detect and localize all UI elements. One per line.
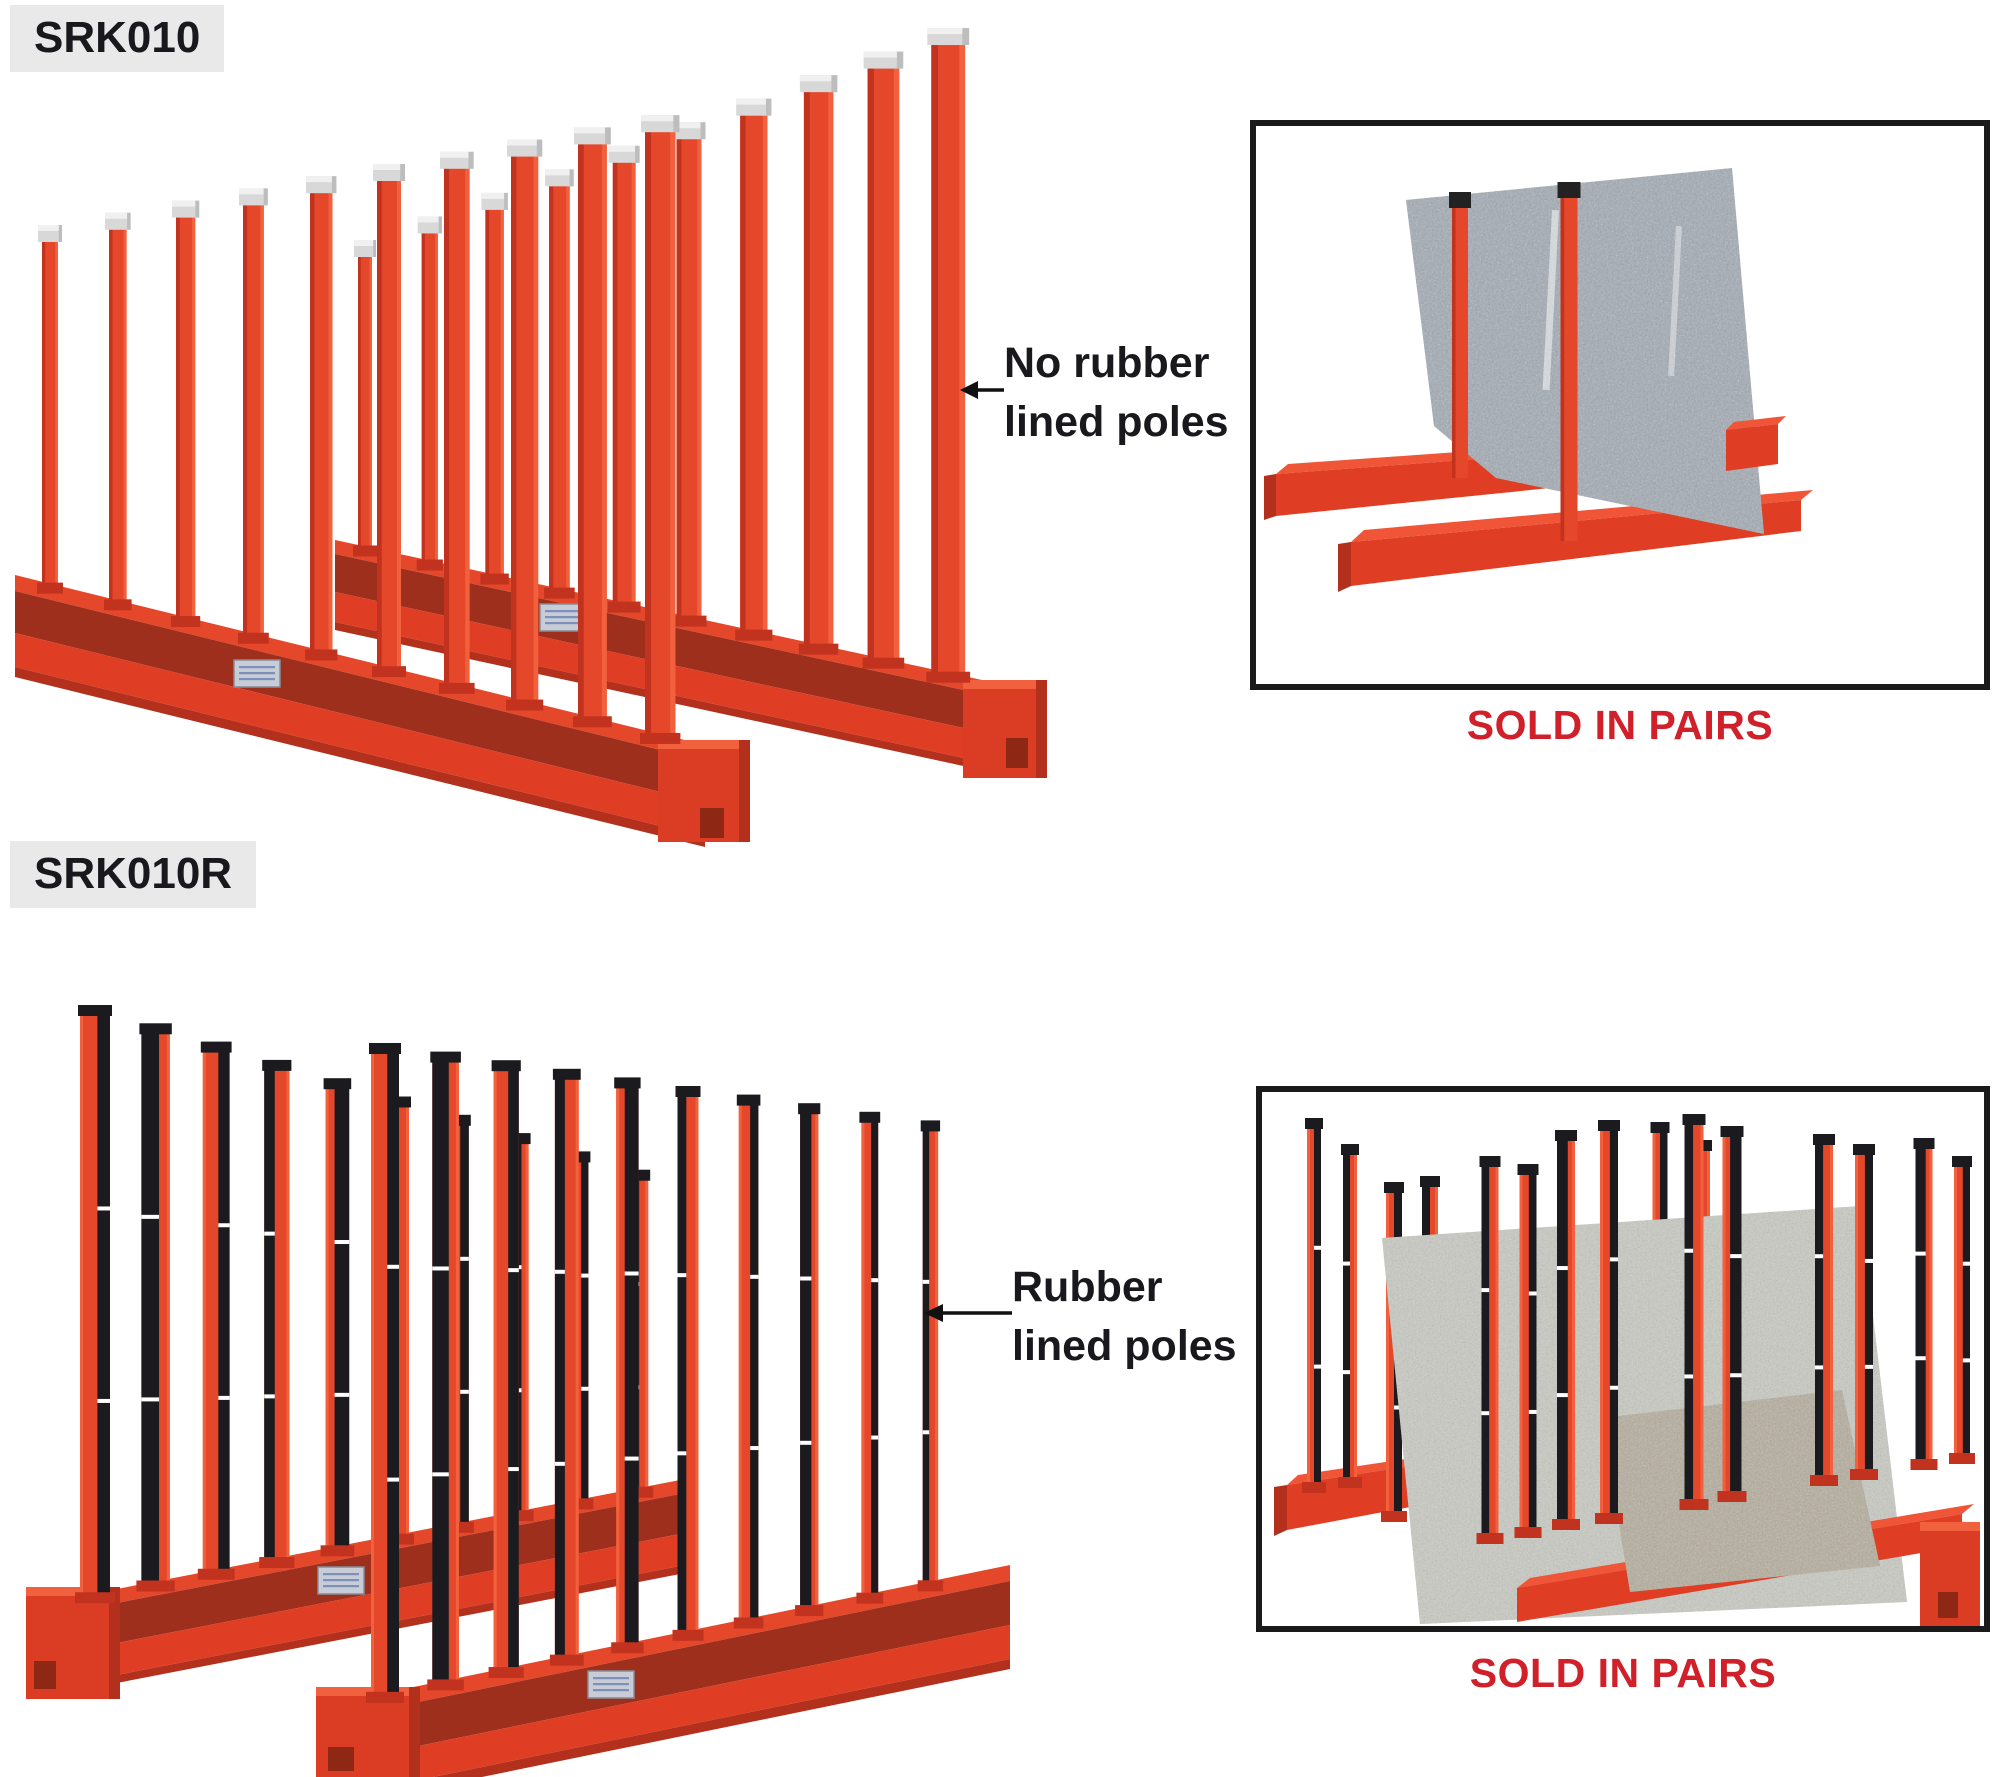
rubber-pole [259,1059,295,1569]
sold-in-pairs-caption-2: SOLD IN PAIRS [1469,1650,1777,1696]
rear-beam-end [1726,416,1786,471]
rubber-pole [320,1078,355,1557]
arrow-left-icon [924,1304,1012,1322]
rack-pole [416,216,443,571]
rack-pole [798,75,839,655]
rubber-pole [733,1094,764,1629]
product-code-srk010r: SRK010R [10,841,257,908]
annotation-line-1: Rubber [1012,1263,1163,1311]
rubber-slab-rack-photo [1274,1114,1980,1626]
rack-pole [104,212,132,611]
annotation-line-2: lined poles [1012,1322,1237,1370]
rack-pole [544,169,575,599]
rack-pole [480,192,509,585]
rubber-pole [197,1041,235,1580]
name-plate [587,1670,635,1699]
name-plate [233,659,281,688]
rubber-pole [1679,1114,1709,1510]
rubber-pole [75,1005,115,1604]
rubber-pole [427,1051,464,1691]
arrow-left-icon [960,381,1004,399]
srk010r-photo-frame [1256,1086,1990,1632]
rack-pole [735,98,773,641]
photo-poles-front [1476,1114,1975,1544]
rubber-pole [1717,1126,1747,1502]
rubber-pole [136,1023,175,1592]
rubber-pole [1552,1130,1580,1530]
rubber-pole [1810,1134,1838,1486]
rack-pole [671,122,707,627]
arrow-head [924,1304,943,1322]
srk010-photo [1264,168,1813,592]
front-rail [316,1043,1010,1777]
annotation-line-1: No rubber [1004,339,1210,387]
annotation-no-rubber: No rubber lined poles [1004,334,1229,452]
rubber-pole [1476,1156,1504,1544]
rack-pole [171,200,201,628]
name-plate [317,1566,365,1595]
rack-pole [862,51,905,669]
rubber-pole [1910,1138,1938,1470]
rack-pole [926,28,971,683]
rubber-pole [856,1111,884,1604]
product-code-srk010: SRK010 [10,5,225,72]
rubber-pole [795,1103,824,1617]
srk010-photo-frame [1250,120,1990,690]
srk010r-photo [1274,1114,1980,1626]
rubber-pole [1302,1118,1326,1493]
slab-rack-photo [1264,168,1813,592]
rack-pole [640,115,681,744]
photo-poles [1449,182,1581,541]
rubber-pole [1850,1144,1878,1480]
rack-pole [353,240,377,557]
rubber-pole [917,1120,944,1592]
arrow-head [960,381,978,399]
srk010-rack-illustration [15,28,1047,847]
front-rail [15,115,750,847]
rack-pole [37,225,63,594]
sold-in-pairs-caption-1: SOLD IN PAIRS [1466,702,1774,748]
rubber-pole [488,1060,524,1679]
rack-pole [238,188,269,644]
rubber-pole [1514,1164,1542,1538]
annotation-line-2: lined poles [1004,398,1229,446]
rubber-pole [549,1068,584,1666]
rack-pole [607,145,641,613]
rack-pole [573,127,612,728]
photo-pole [1449,192,1471,478]
rack-pole [439,151,475,694]
rack-pole [372,164,406,678]
annotation-rubber: Rubber lined poles [1012,1258,1237,1376]
granite-slab [1406,168,1764,534]
rubber-pole [1338,1144,1362,1488]
rubber-pole [1949,1156,1975,1464]
rack-pole [506,139,544,711]
rear-rail [26,1005,680,1699]
rubber-pole [366,1043,404,1703]
rubber-pole [611,1077,644,1654]
photo-pole [1557,182,1581,541]
srk010r-rack-illustration [26,1005,1010,1777]
rubber-pole [672,1086,704,1641]
rack-pole [305,176,338,661]
rear-rail [335,28,1047,778]
rubber-pole [1595,1120,1623,1524]
